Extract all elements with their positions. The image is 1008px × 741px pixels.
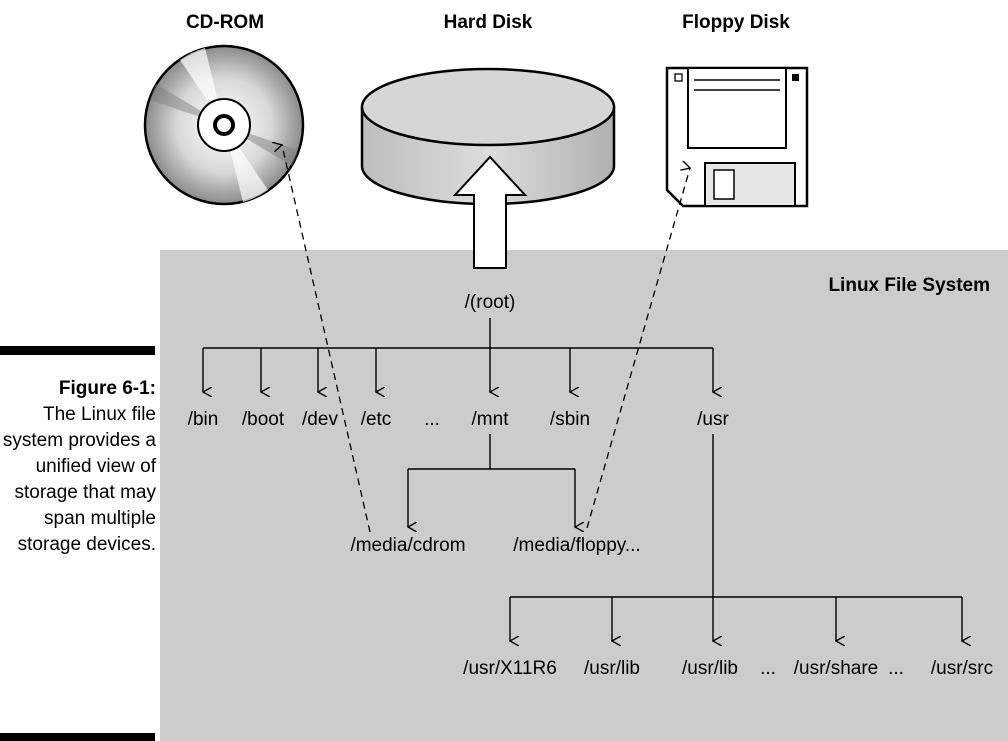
node-dev: /dev xyxy=(302,409,338,430)
figure-caption-text: The Linux file system provides a unified… xyxy=(2,404,156,555)
node-etc: /etc xyxy=(361,409,392,430)
tree-root-connectors xyxy=(203,318,713,392)
node-mnt: /mnt xyxy=(472,409,510,430)
node-sbin: /sbin xyxy=(550,409,590,430)
node-usr: /usr xyxy=(697,409,729,430)
filesystem-panel xyxy=(160,250,1008,741)
node-usr-lib: /usr/lib xyxy=(584,658,640,679)
node-bin: /bin xyxy=(188,409,219,430)
node-usr-share: /usr/share xyxy=(794,658,878,679)
caption-top-bar xyxy=(0,346,155,355)
node-media-cdrom: /media/cdrom xyxy=(350,535,465,556)
node-boot: /boot xyxy=(242,409,285,430)
figure-caption: Figure 6-1: The Linux file system provid… xyxy=(0,376,156,558)
node-usr-ellipsis-2: ... xyxy=(888,658,904,679)
cdrom-icon xyxy=(143,44,305,206)
cdrom-mount-link xyxy=(282,145,371,533)
mount-links xyxy=(282,145,690,533)
filesystem-label: Linux File System xyxy=(828,275,990,296)
node-usr-ellipsis: ... xyxy=(760,658,776,679)
node-usr-lib-2: /usr/lib xyxy=(682,658,738,679)
floppy-icon xyxy=(665,66,809,208)
node-usr-x11r6: /usr/X11R6 xyxy=(463,658,557,679)
tree-usr-connectors xyxy=(510,434,962,641)
floppy-mount-link xyxy=(586,168,690,529)
caption-bottom-bar xyxy=(0,733,155,741)
tree-mnt-connectors xyxy=(408,434,575,527)
harddisk-label: Hard Disk xyxy=(444,12,533,33)
node-media-floppy: /media/floppy... xyxy=(513,535,640,556)
figure-caption-title: Figure 6-1: xyxy=(58,378,156,399)
cdrom-label: CD-ROM xyxy=(186,12,264,33)
node-ellipsis: ... xyxy=(424,409,440,430)
floppy-label: Floppy Disk xyxy=(682,12,790,33)
node-usr-src: /usr/src xyxy=(931,658,993,679)
root-to-harddisk-arrow xyxy=(452,155,528,269)
root-node: /(root) xyxy=(465,292,516,313)
